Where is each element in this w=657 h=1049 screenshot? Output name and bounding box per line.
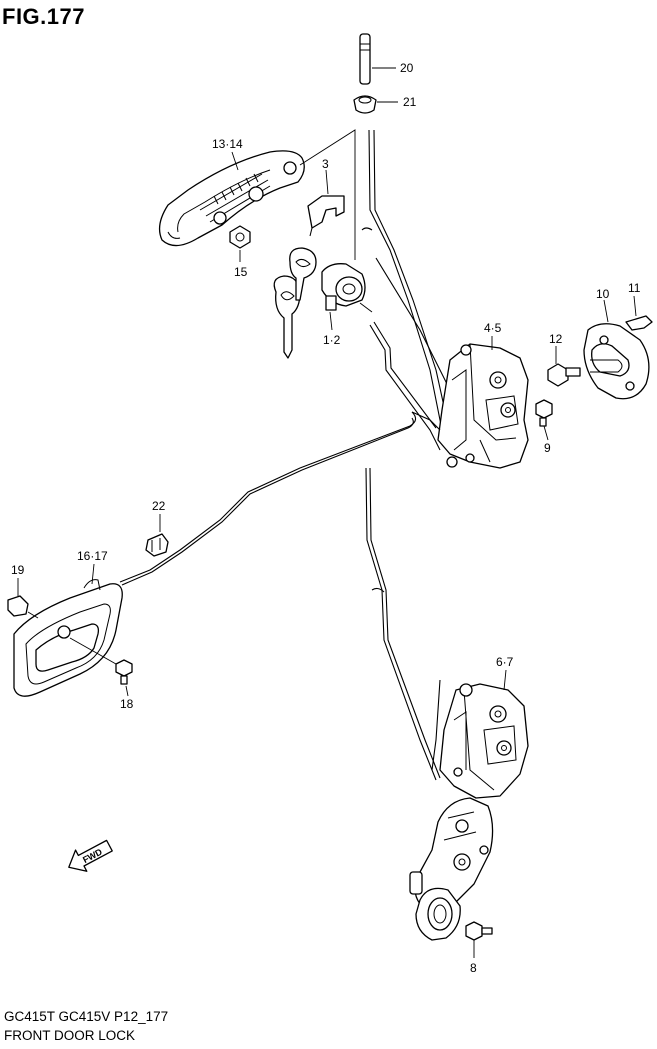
leader-18 — [125, 685, 129, 697]
nut-part-15-icon — [229, 225, 251, 249]
leader-6-7 — [503, 669, 507, 691]
lock-rods-lower-icon — [365, 467, 441, 781]
guide-line — [359, 302, 373, 313]
inside-handle-part-16-17-icon — [13, 579, 123, 697]
key-part-1-2-icon — [273, 247, 317, 359]
callout-9: 9 — [544, 441, 551, 455]
door-latch-part-4-5-icon — [437, 343, 529, 469]
grommet-part-21-icon — [353, 95, 377, 114]
door-latch-part-6-7-icon — [439, 683, 529, 799]
leader-3 — [325, 169, 329, 195]
door-striker-part-10-icon — [583, 323, 650, 400]
leader-13-14 — [231, 151, 239, 171]
callout-1-2: 1·2 — [323, 333, 341, 347]
callout-22: 22 — [152, 499, 166, 513]
callout-4-5: 4·5 — [484, 321, 502, 335]
guide-line — [27, 611, 39, 619]
callout-13-14: 13·14 — [212, 137, 243, 151]
callout-11: 11 — [628, 281, 641, 295]
shim-part-11-icon — [625, 315, 653, 331]
callout-21: 21 — [403, 95, 417, 109]
callout-6-7: 6·7 — [496, 655, 514, 669]
cap-part-19-icon — [7, 595, 29, 617]
callout-10: 10 — [596, 287, 610, 301]
outside-handle-part-13-14-icon — [158, 150, 305, 247]
bolt-part-8-icon — [465, 921, 493, 941]
cable-clip-part-22-icon — [145, 533, 169, 557]
figure-title: FIG.177 — [2, 4, 85, 29]
leader-11 — [633, 295, 637, 317]
callout-8: 8 — [470, 961, 477, 975]
screw-part-9-icon — [535, 399, 553, 427]
leader-1-2 — [329, 311, 333, 331]
callout-3: 3 — [322, 157, 329, 171]
control-cable-icon — [119, 411, 441, 586]
screw-part-18-icon — [115, 659, 133, 685]
leader-16-17 — [91, 563, 95, 585]
clip-part-3-icon — [307, 195, 345, 237]
lock-cylinder-icon — [321, 263, 366, 311]
lock-actuator-icon — [409, 797, 494, 941]
pin-part-20-icon — [359, 33, 371, 85]
callout-16-17: 16·17 — [77, 549, 108, 563]
fwd-direction-arrow-icon: FWD — [68, 839, 113, 872]
callout-20: 20 — [400, 61, 414, 75]
guide-line — [69, 637, 117, 665]
guide-line — [299, 129, 356, 260]
callout-19: 19 — [11, 563, 25, 577]
callout-15: 15 — [234, 265, 248, 279]
figure-name: FRONT DOOR LOCK — [4, 1028, 136, 1043]
leader-9 — [543, 425, 549, 441]
figure-model-code: GC415T GC415V P12_177 — [4, 1009, 169, 1024]
callout-12: 12 — [549, 332, 563, 346]
leader-10 — [603, 299, 609, 323]
bolt-part-12-icon — [547, 363, 581, 387]
callout-18: 18 — [120, 697, 134, 711]
